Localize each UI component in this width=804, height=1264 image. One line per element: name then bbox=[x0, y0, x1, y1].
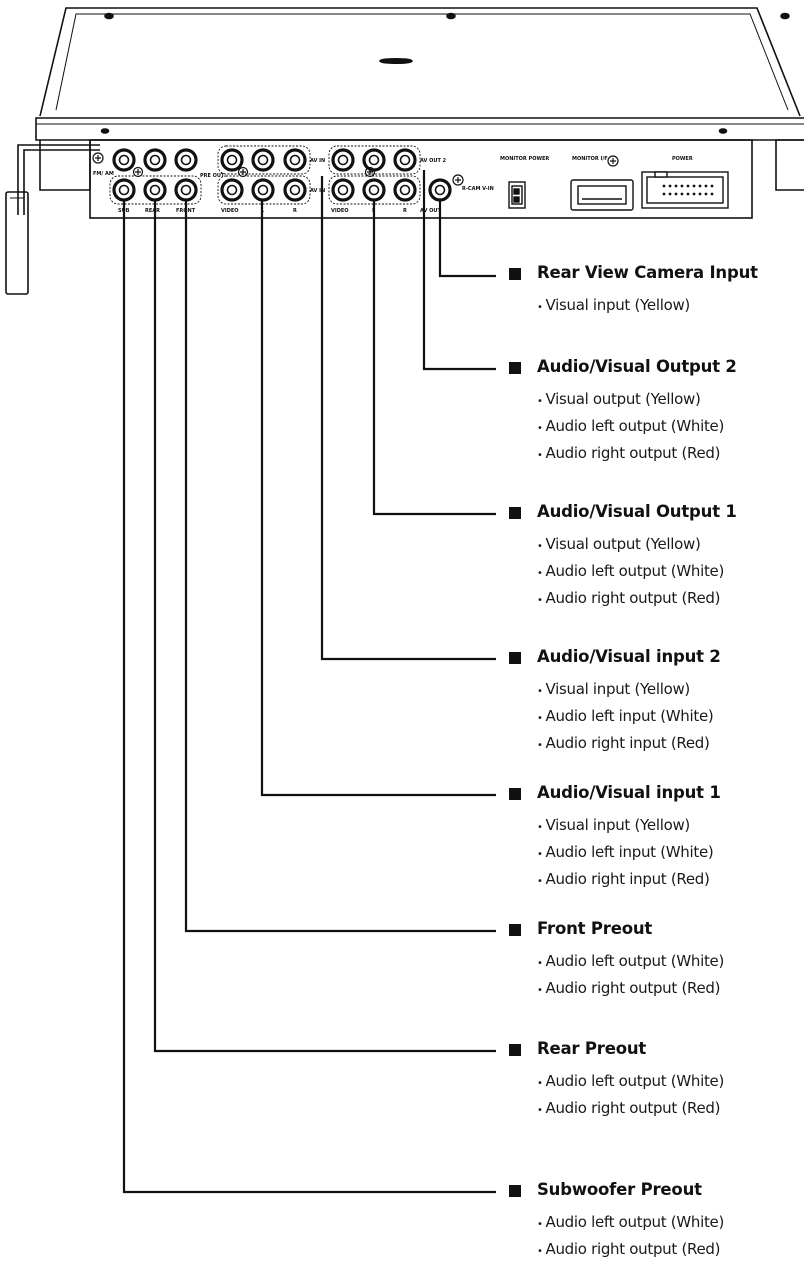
leader-subwoofer-preout bbox=[122, 200, 496, 1194]
section-items: Visual input (Yellow) Audio left input (… bbox=[537, 677, 713, 758]
label-r-a: R bbox=[293, 208, 297, 214]
label-video-b: VIDEO bbox=[331, 208, 349, 214]
leader-av-output-1 bbox=[372, 200, 496, 516]
list-item: Audio left output (White) bbox=[537, 414, 724, 441]
list-item: Audio left output (White) bbox=[537, 1069, 724, 1096]
list-item: Audio left input (White) bbox=[537, 704, 713, 731]
label-monitor-if: MONITOR I/F bbox=[572, 156, 608, 162]
label-av-out: AV OUT bbox=[420, 208, 441, 214]
list-item: Audio left input (White) bbox=[537, 840, 713, 867]
list-item: Visual input (Yellow) bbox=[537, 293, 690, 320]
list-item: Audio right output (Red) bbox=[537, 441, 724, 468]
list-item: Audio right input (Red) bbox=[537, 867, 713, 894]
list-item: Audio right output (Red) bbox=[537, 1237, 724, 1264]
section-title: Audio/Visual input 1 bbox=[537, 783, 721, 802]
leader-lines bbox=[122, 170, 496, 1194]
section-title: Front Preout bbox=[537, 919, 653, 938]
section-items: Visual input (Yellow) bbox=[537, 293, 690, 320]
square-bullet-icon bbox=[509, 362, 521, 374]
list-item: Audio left output (White) bbox=[537, 949, 724, 976]
section-title: Rear View Camera Input bbox=[537, 263, 758, 282]
label-monitor-power: MONITOR POWER bbox=[500, 156, 549, 162]
label-video-a: VIDEO bbox=[221, 208, 239, 214]
panel-labels: FM/ AM SUB REAR FRONT PRE OUT AV IN VIDE… bbox=[93, 156, 693, 214]
label-av-in-b: AV IN bbox=[310, 188, 325, 194]
leader-rear-view-camera bbox=[438, 200, 496, 278]
list-item: Audio left output (White) bbox=[537, 1210, 724, 1237]
leader-av-input-2 bbox=[320, 176, 496, 661]
label-pre-out: PRE OUT bbox=[200, 173, 225, 179]
square-bullet-icon bbox=[509, 1185, 521, 1197]
square-bullet-icon bbox=[509, 268, 521, 280]
list-item: Visual input (Yellow) bbox=[537, 677, 713, 704]
list-item: Visual output (Yellow) bbox=[537, 387, 724, 414]
leader-av-output-2 bbox=[422, 170, 496, 371]
leader-front-preout bbox=[184, 200, 496, 933]
section-title: Subwoofer Preout bbox=[537, 1180, 702, 1199]
square-bullet-icon bbox=[509, 1044, 521, 1056]
list-item: Visual output (Yellow) bbox=[537, 532, 724, 559]
square-bullet-icon bbox=[509, 788, 521, 800]
square-bullet-icon bbox=[509, 507, 521, 519]
section-items: Visual output (Yellow) Audio left output… bbox=[537, 387, 724, 468]
square-bullet-icon bbox=[509, 924, 521, 936]
section-items: Audio left output (White) Audio right ou… bbox=[537, 1069, 724, 1123]
label-fm-am: FM/ AM bbox=[93, 171, 114, 177]
leader-rear-preout bbox=[153, 200, 496, 1053]
list-item: Audio right input (Red) bbox=[537, 731, 713, 758]
section-items: Audio left output (White) Audio right ou… bbox=[537, 1210, 724, 1264]
section-title: Audio/Visual input 2 bbox=[537, 647, 721, 666]
monitor-power-connector bbox=[508, 181, 526, 209]
section-items: Visual output (Yellow) Audio left output… bbox=[537, 532, 724, 613]
label-rear: REAR bbox=[145, 208, 160, 214]
monitor-if-connector bbox=[570, 179, 634, 211]
section-title: Audio/Visual Output 1 bbox=[537, 502, 737, 521]
list-item: Audio left output (White) bbox=[537, 559, 724, 586]
label-av-out-2: AV OUT 2 bbox=[420, 158, 447, 164]
section-items: Visual input (Yellow) Audio left input (… bbox=[537, 813, 713, 894]
rca-jacks bbox=[109, 145, 452, 205]
power-connector bbox=[641, 171, 729, 209]
device-unit bbox=[5, 7, 804, 295]
section-items: Audio left output (White) Audio right ou… bbox=[537, 949, 724, 1003]
square-bullet-icon bbox=[509, 652, 521, 664]
label-power: POWER bbox=[672, 156, 693, 162]
ground-screw-icons bbox=[92, 152, 619, 186]
list-item: Audio right output (Red) bbox=[537, 976, 724, 1003]
label-av-in-a: AV IN bbox=[310, 158, 325, 164]
leader-av-input-1 bbox=[260, 200, 496, 797]
label-rcam: R-CAM V-IN bbox=[462, 186, 494, 192]
section-title: Audio/Visual Output 2 bbox=[537, 357, 737, 376]
list-item: Audio right output (Red) bbox=[537, 586, 724, 613]
list-item: Visual input (Yellow) bbox=[537, 813, 713, 840]
section-title: Rear Preout bbox=[537, 1039, 647, 1058]
label-r-b: R bbox=[403, 208, 407, 214]
list-item: Audio right output (Red) bbox=[537, 1096, 724, 1123]
